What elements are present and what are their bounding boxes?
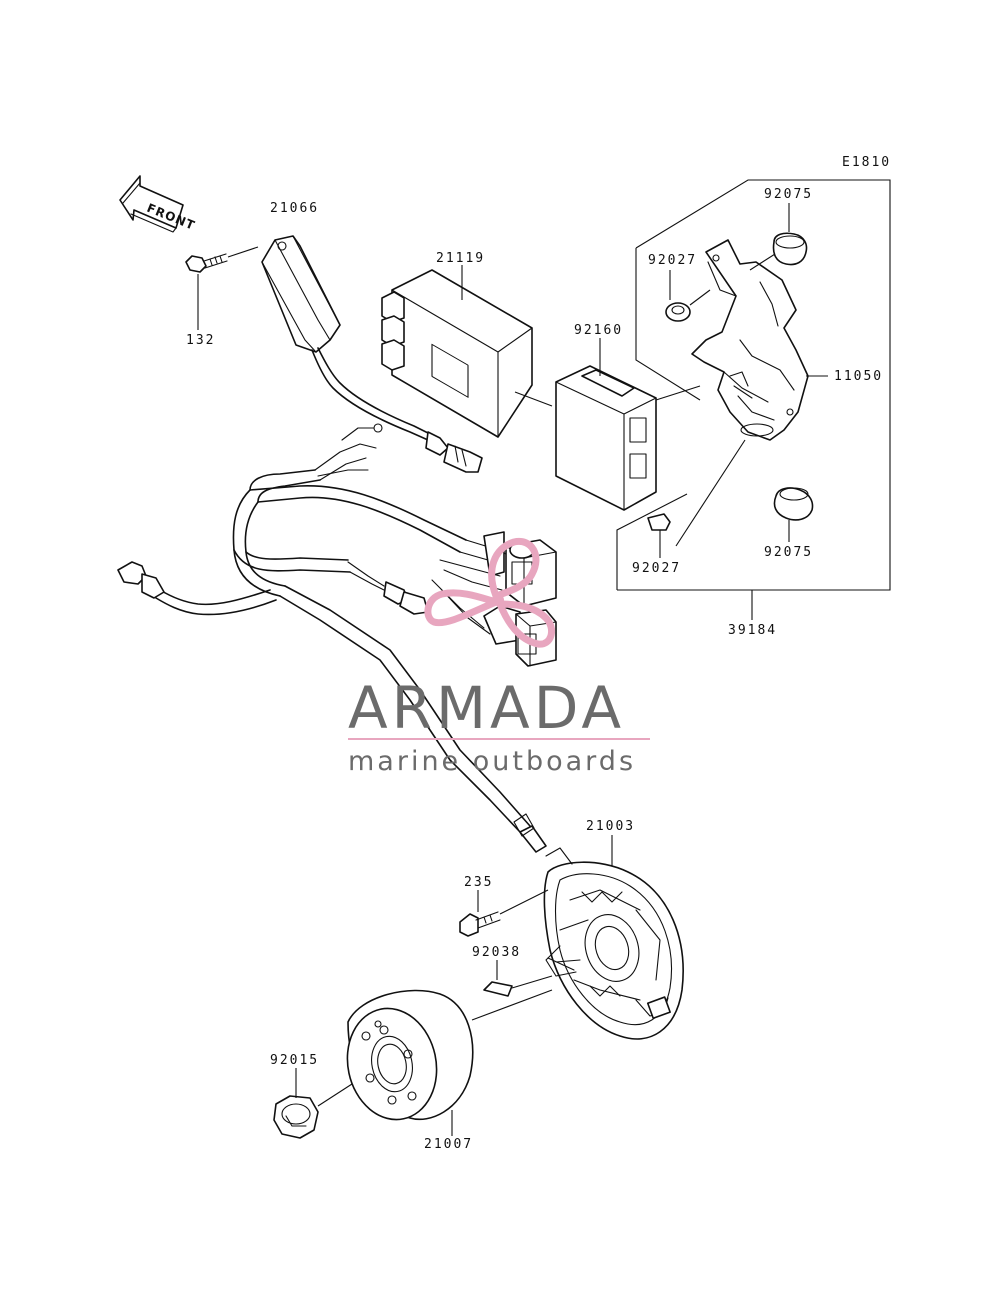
assembly-box-39184: [617, 179, 891, 591]
part-label-21066: 21066: [270, 201, 319, 216]
part-label-92075-bottom: 92075: [764, 545, 813, 560]
part-label-21007: 21007: [424, 1137, 473, 1152]
case-92160: [555, 365, 657, 511]
wiring-harness: [155, 423, 531, 833]
part-label-92038: 92038: [472, 945, 521, 960]
stator-21003: [513, 813, 684, 1040]
key-92038: [483, 981, 513, 997]
collar-92027-top: [665, 302, 691, 322]
part-label-92075-top: 92075: [764, 187, 813, 202]
flywheel-21007: [346, 989, 474, 1121]
regulator-21066: [261, 235, 483, 473]
part-label-235: 235: [464, 875, 493, 890]
part-label-92027-bottom: 92027: [632, 561, 681, 576]
cdi-unit-21119: [381, 269, 533, 438]
part-label-92015: 92015: [270, 1053, 319, 1068]
coupler-lower: [431, 579, 557, 667]
front-label: FRONT: [145, 201, 197, 233]
armada-logo: ARMADA marine outboards: [348, 537, 650, 777]
grommet-92075-top: [772, 232, 808, 266]
washer: [740, 423, 774, 437]
brand-name: ARMADA: [348, 674, 625, 742]
collar-92027-bottom: [647, 513, 671, 531]
part-label-11050: 11050: [834, 369, 883, 384]
brand-divider: [348, 738, 650, 740]
connector-left: [117, 561, 165, 599]
grommet-92075-bottom: [773, 487, 814, 521]
connector-middle: [347, 561, 429, 615]
front-arrow-icon: FRONT: [119, 175, 197, 233]
part-label-39184: 39184: [728, 623, 777, 638]
part-label-92160: 92160: [574, 323, 623, 338]
nut-92015: [273, 1095, 319, 1139]
bolt-132: [185, 253, 228, 273]
propeller-logo-icon: [424, 537, 556, 648]
part-label-21003: 21003: [586, 819, 635, 834]
bracket-11050: [691, 239, 809, 441]
part-label-21119: 21119: [436, 251, 485, 266]
part-label-92027-top: 92027: [648, 253, 697, 268]
diagram-code: E1810: [842, 155, 891, 170]
part-label-132: 132: [186, 333, 215, 348]
brand-tagline: marine outboards: [348, 746, 636, 777]
screw-235: [459, 911, 501, 937]
